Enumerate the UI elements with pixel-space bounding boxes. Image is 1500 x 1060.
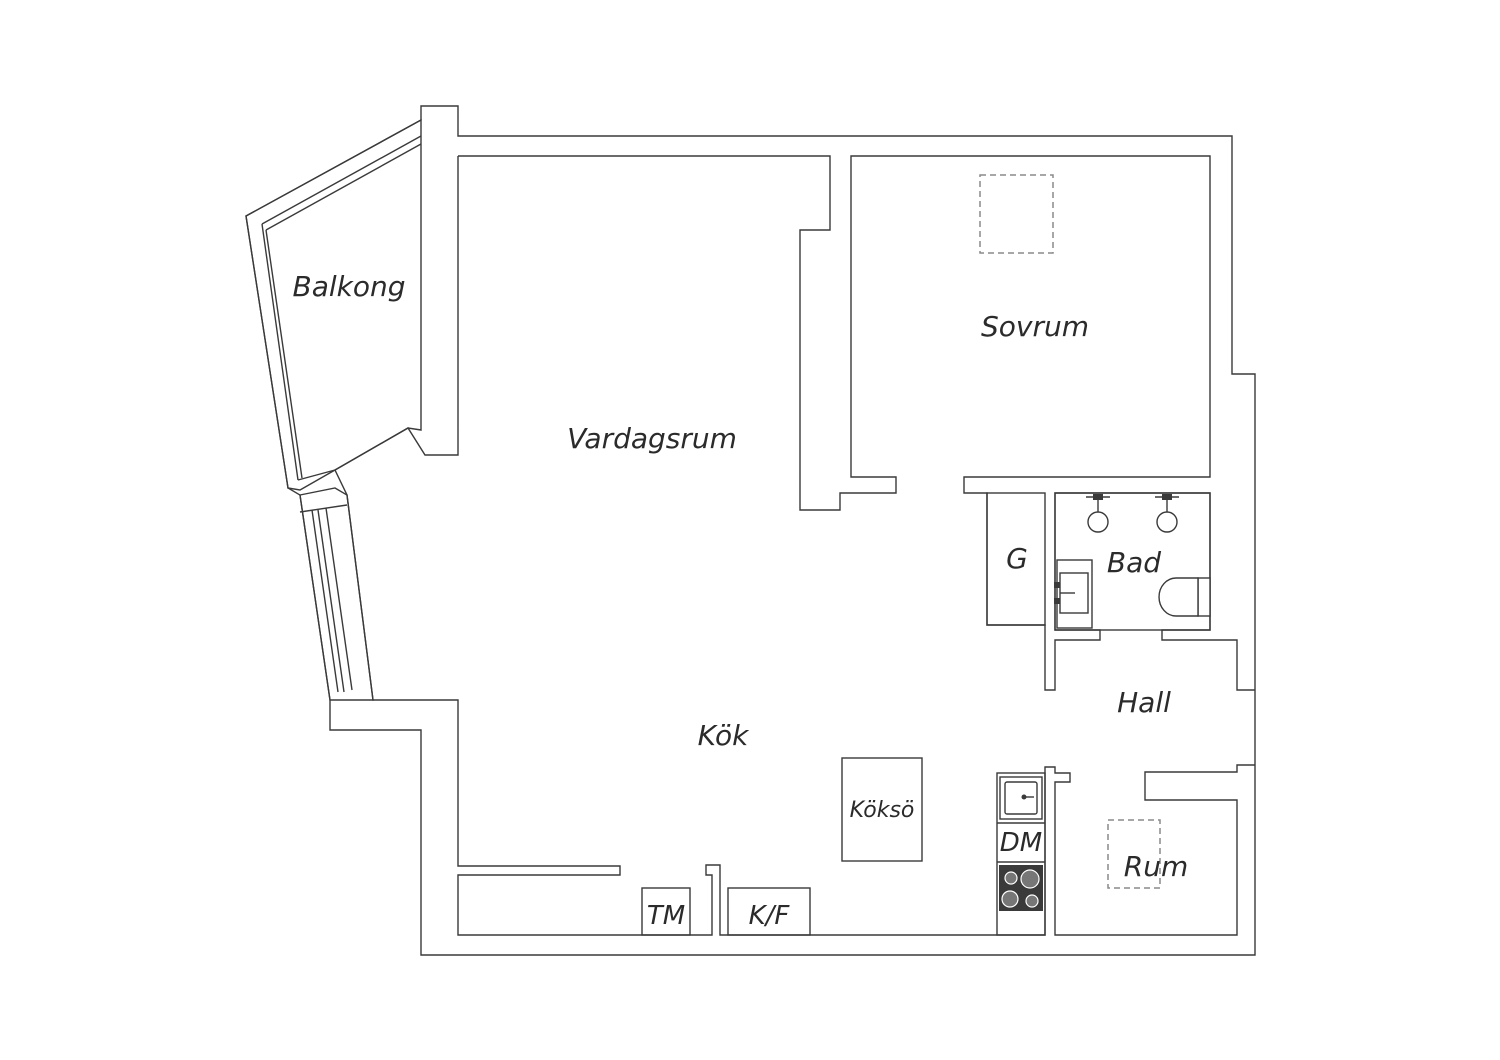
label-hall: Hall xyxy=(1117,686,1171,719)
shower-icon xyxy=(1086,494,1179,533)
sink-icon xyxy=(999,776,1043,820)
label-balkong: Balkong xyxy=(292,270,405,303)
label-kokso: Köksö xyxy=(850,798,915,823)
label-tm: TM xyxy=(647,901,685,931)
label-sovrum: Sovrum xyxy=(981,310,1089,343)
label-g: G xyxy=(1006,542,1028,575)
room-labels: Balkong Vardagsrum Sovrum Kök Köksö Bad … xyxy=(292,270,1188,931)
ceiling-light-sovrum xyxy=(979,174,1054,254)
tm-cabinet xyxy=(641,887,691,936)
label-dm: DM xyxy=(1000,828,1042,858)
stove-icon xyxy=(999,865,1043,911)
label-kok: Kök xyxy=(698,719,750,752)
label-rum: Rum xyxy=(1124,850,1188,883)
balcony xyxy=(245,118,422,491)
label-vardagsrum: Vardagsrum xyxy=(567,422,737,455)
bathroom xyxy=(1054,492,1211,631)
washbasin-icon xyxy=(1054,559,1093,629)
west-window xyxy=(299,487,374,701)
label-bad: Bad xyxy=(1107,546,1161,579)
kf-cabinet xyxy=(727,887,811,936)
kitchen-island xyxy=(841,757,923,862)
label-kf: K/F xyxy=(749,901,791,931)
toilet-icon xyxy=(1158,577,1211,617)
kitchen-counter xyxy=(996,772,1046,936)
ceiling-light-rum xyxy=(1107,819,1161,889)
closet-g xyxy=(986,492,1046,626)
